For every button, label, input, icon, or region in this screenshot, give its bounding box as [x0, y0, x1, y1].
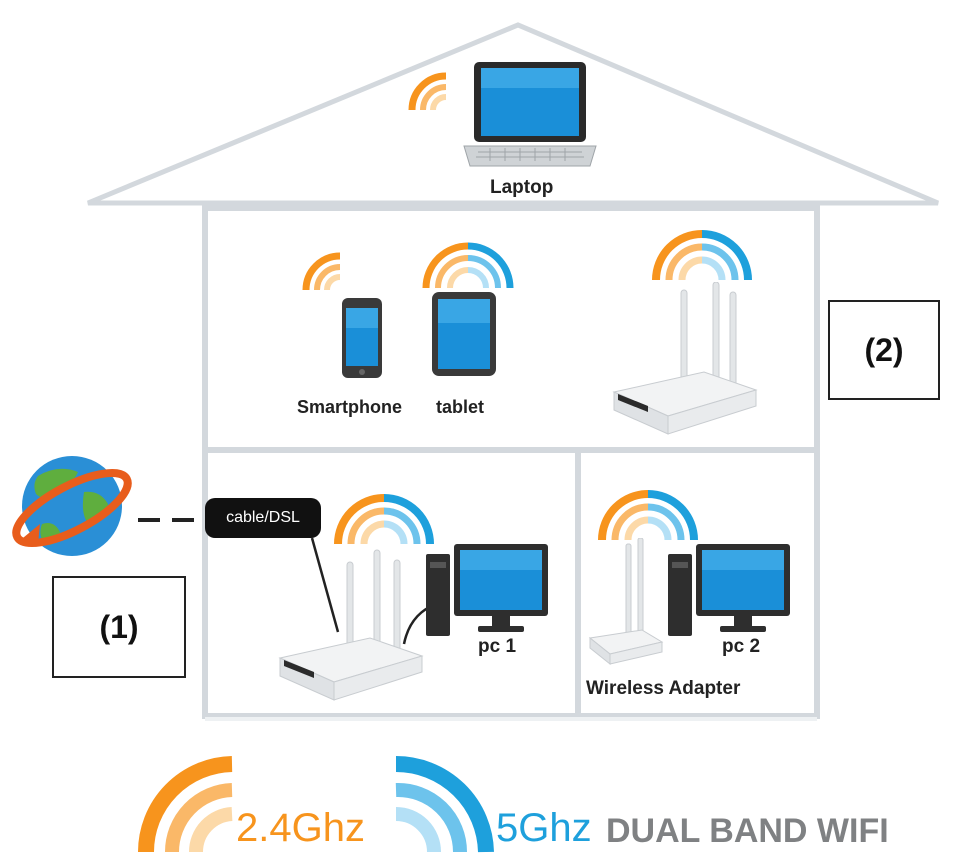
- globe-icon: [12, 456, 132, 556]
- wifi-dual-band-icon: [598, 490, 698, 541]
- usb-wireless-adapter-icon: [588, 538, 664, 666]
- wifi-5ghz-icon: [395, 756, 494, 853]
- callout-box-2: (2): [828, 300, 940, 400]
- smartphone-icon: [342, 298, 382, 378]
- tablet-icon: [432, 292, 496, 376]
- router-icon: [612, 282, 758, 435]
- wifi-dual-band-icon: [422, 242, 514, 289]
- wifi-2-4ghz-icon: [302, 252, 341, 291]
- wifi-dual-band-icon: [652, 230, 752, 281]
- connection-line: [138, 518, 210, 522]
- cable-dsl-badge: cable/DSL: [205, 498, 321, 538]
- wifi-2-4ghz-icon: [408, 72, 447, 111]
- legend-title: DUAL BAND WIFI: [606, 812, 889, 850]
- legend-5ghz-label: 5Ghz: [496, 806, 592, 850]
- tablet-label: tablet: [436, 397, 485, 417]
- cable-line: [310, 537, 340, 633]
- desktop-pc-icon: [426, 544, 548, 636]
- smartphone-label: Smartphone: [297, 397, 403, 417]
- router-icon: [278, 549, 424, 701]
- laptop-icon: [463, 62, 597, 167]
- laptop-label: Laptop: [490, 177, 554, 198]
- desktop-pc-icon: [668, 544, 790, 636]
- wifi-2-4ghz-icon: [138, 756, 233, 853]
- wireless-adapter-label: Wireless Adapter: [586, 678, 741, 699]
- pc2-label: pc 2: [722, 636, 761, 657]
- wifi-dual-band-icon: [334, 494, 434, 545]
- legend-2-4ghz-label: 2.4Ghz: [236, 806, 365, 850]
- callout-box-1: (1): [52, 576, 186, 678]
- pc1-label: pc 1: [478, 636, 517, 657]
